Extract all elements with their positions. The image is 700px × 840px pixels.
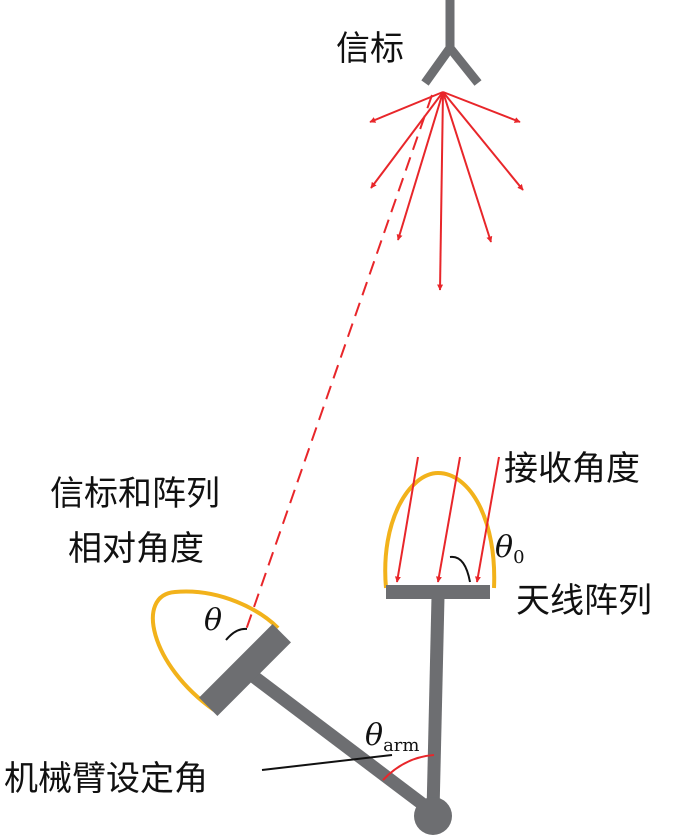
incoming-arrow [474,456,500,583]
signal-arrows [369,91,524,291]
receive-angle-label: 接收角度 [504,449,640,489]
signal-arrow [396,91,444,241]
arm-set-angle-label: 机械臂设定角 [4,759,208,799]
relative-angle-arc [225,627,248,641]
arm-angle-leader-line [261,754,393,771]
beacon-antenna-icon [421,0,482,86]
receive-angle-arc [449,555,471,583]
upright-antenna-array [386,585,490,599]
beacon-to-array-dashed-line [245,94,433,631]
arm-link-vertical [426,596,445,813]
signal-arrow [442,91,524,191]
arm-pivot-joint [414,797,452,835]
antenna-array-label: 天线阵列 [516,581,652,621]
arm-link-left [241,664,437,818]
upright-array-lobe [383,470,497,589]
signal-arrow [370,91,444,189]
theta-arm-symbol: θarm [365,718,419,756]
beacon-label: 信标 [336,29,404,69]
incoming-signal-arrows [394,456,500,583]
arm-angle-arc [382,754,435,781]
theta-symbol: θ [204,603,222,638]
signal-arrow [437,91,444,291]
signal-arrow [442,91,493,243]
relative-angle-label-line1: 信标和阵列 [50,474,220,514]
signal-arrow [442,91,521,123]
theta0-symbol: θ0 [495,530,525,568]
incoming-arrow [394,456,419,583]
incoming-arrow [435,456,461,583]
relative-angle-label-line2: 相对角度 [68,529,204,569]
tilted-antenna-array [199,624,291,716]
tilted-array-lobe [150,589,280,712]
